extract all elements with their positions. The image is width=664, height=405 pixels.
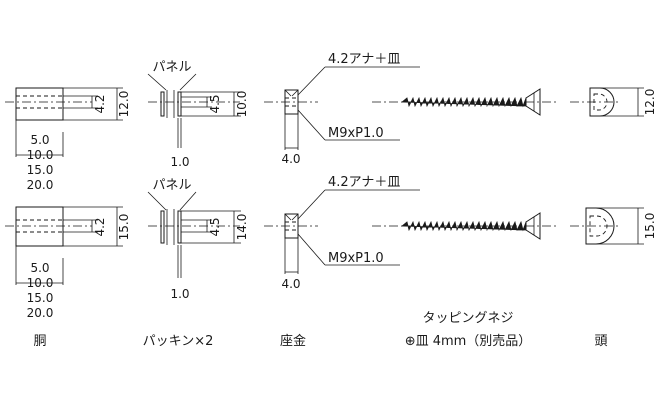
screw-shank (400, 96, 527, 108)
packing-washer (177, 210, 182, 244)
packing-washer (160, 91, 165, 117)
body-length-option: 5.0 (30, 133, 49, 147)
body-inner-diameter-label: 4.2 (93, 217, 107, 236)
body-length-option: 5.0 (30, 261, 49, 275)
packing-thickness-label: 1.0 (170, 287, 189, 301)
body-outline (15, 206, 64, 247)
panel-label: パネル (152, 60, 191, 75)
body-part-row2: 4.2 15.0 5.0 10.0 15.0 20.0 (5, 206, 131, 320)
panel-label: パネル (152, 178, 191, 193)
screw-row1 (372, 88, 558, 116)
washer-thread-label: M9xP1.0 (328, 251, 384, 266)
screw-shank (400, 220, 527, 232)
body-length-option: 10.0 (27, 148, 54, 162)
packing-inner-diameter-label: 4.5 (208, 217, 222, 236)
washer-outline (284, 213, 299, 239)
body-length-option: 15.0 (27, 163, 54, 177)
washer-caption: 座金 (280, 333, 306, 349)
body-outline (15, 87, 64, 121)
body-length-option: 20.0 (27, 306, 54, 320)
screw-caption-line1: タッピングネジ (422, 311, 513, 326)
packing-outer-diameter-label: 10.0 (235, 91, 249, 118)
body-part-caption: 胴 (33, 334, 46, 349)
body-part-row1: 4.2 12.0 5.0 10.0 15.0 20.0 (5, 87, 131, 192)
packing-row1: パネル 4.5 10.0 1.0 (147, 60, 249, 169)
packing-washer (177, 91, 182, 117)
body-inner-diameter-label: 4.2 (93, 94, 107, 113)
washer-thickness-label: 4.0 (281, 152, 300, 166)
washer-thickness-label: 4.0 (281, 277, 300, 291)
washer-hole-label: 4.2アナ＋皿 (328, 52, 400, 67)
head-caption: 頭 (594, 334, 607, 349)
washer-row2: 4.2アナ＋皿 M9xP1.0 4.0 (264, 175, 420, 291)
screw-row2 (372, 212, 558, 240)
packing-outer-diameter-label: 14.0 (235, 214, 249, 241)
body-length-option: 20.0 (27, 178, 54, 192)
packing-caption: パッキン×2 (143, 334, 214, 349)
body-outer-diameter-label: 12.0 (117, 91, 131, 118)
body-outer-diameter-label: 15.0 (117, 214, 131, 241)
head-row2: 15.0 (570, 207, 657, 245)
packing-inner-diameter-label: 4.5 (208, 94, 222, 113)
packing-row2: パネル 4.5 14.0 1.0 (147, 178, 249, 301)
head-diameter-label: 15.0 (643, 213, 657, 240)
packing-thickness-label: 1.0 (170, 155, 189, 169)
screw-caption-line2: ⊕皿 4mm（別売品） (405, 333, 532, 349)
washer-thread-label: M9xP1.0 (328, 126, 384, 141)
washer-hole-label: 4.2アナ＋皿 (328, 175, 400, 190)
washer-row1: 4.2アナ＋皿 M9xP1.0 4.0 (264, 52, 420, 166)
body-length-option: 15.0 (27, 291, 54, 305)
head-row1: 12.0 (570, 87, 657, 117)
washer-outline (284, 89, 299, 115)
head-diameter-label: 12.0 (643, 89, 657, 116)
body-length-option: 10.0 (27, 276, 54, 290)
packing-washer (160, 210, 165, 244)
